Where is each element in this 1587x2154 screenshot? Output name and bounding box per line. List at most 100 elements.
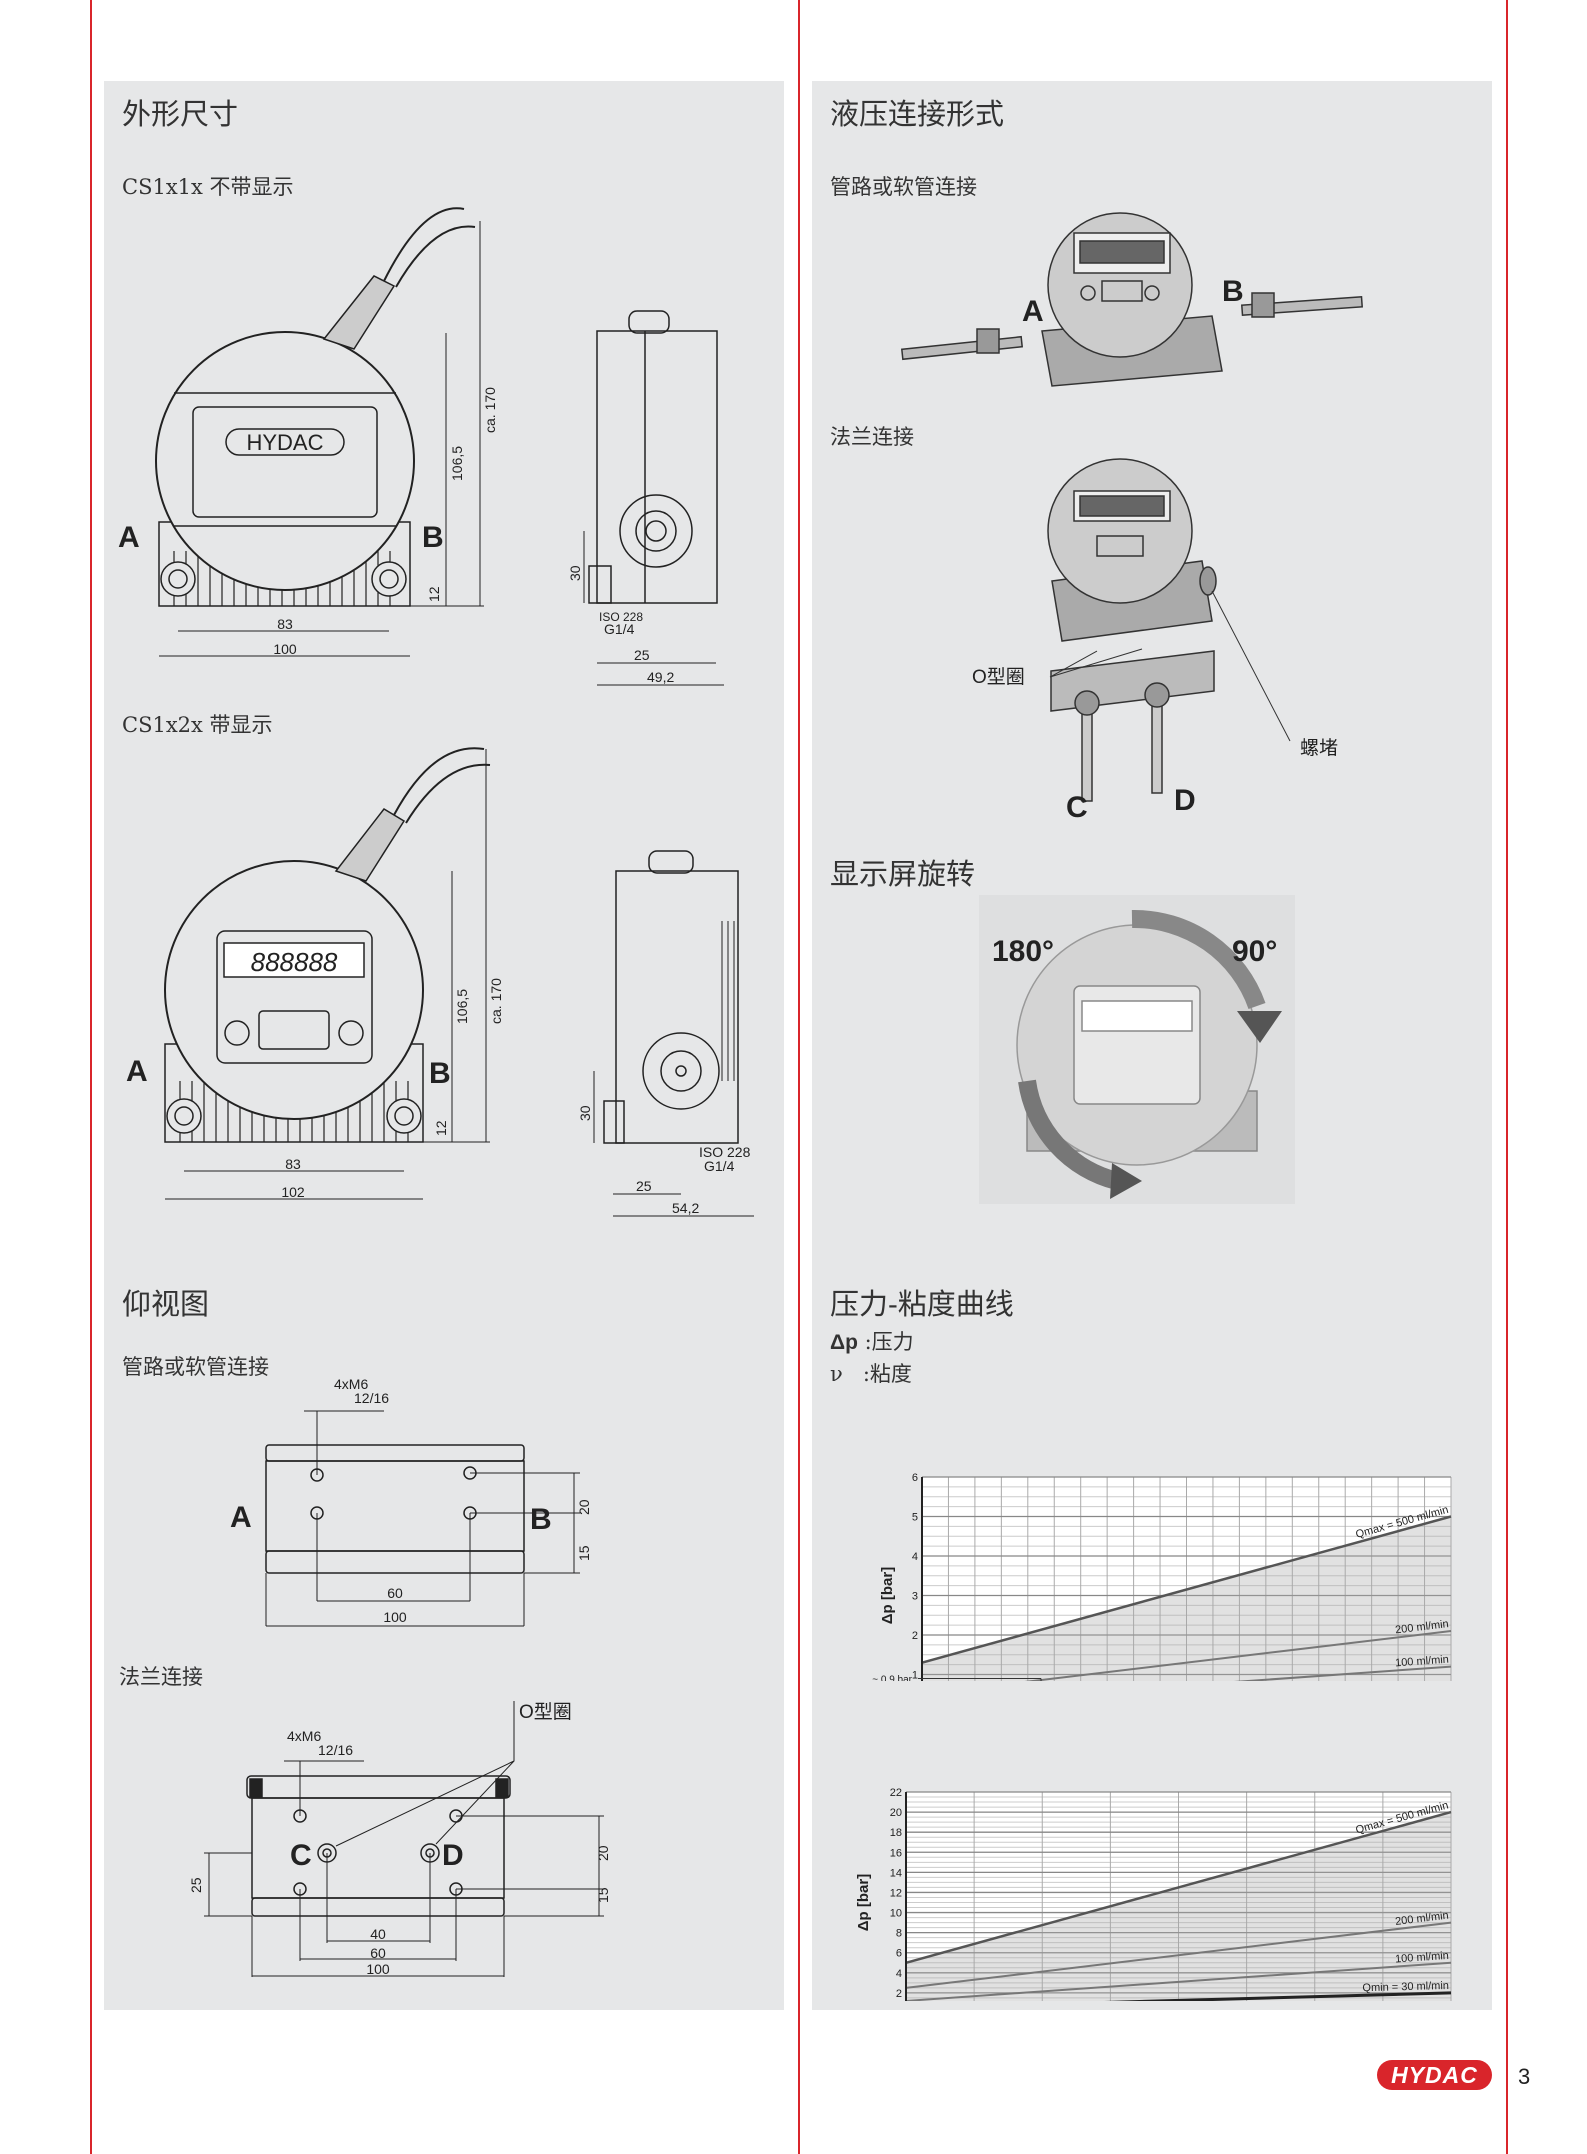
y-tick-label: 3 bbox=[912, 1591, 918, 1603]
connection-panel: 液压连接形式 管路或软管连接 法兰连接 显示屏旋转 压力-粘度曲线 Δp :压力… bbox=[812, 81, 1492, 2010]
subtitle-flange: 法兰连接 bbox=[830, 425, 914, 449]
dim-20: 20 bbox=[595, 1845, 611, 1861]
operating-range-area bbox=[906, 1812, 1451, 2001]
display-digits: 888888 bbox=[251, 947, 338, 977]
section-title-pressure-viscosity: 压力-粘度曲线 bbox=[830, 1287, 1014, 1321]
flange-oring-label: O型圈 bbox=[972, 666, 1025, 688]
y-tick-label: 22 bbox=[890, 1787, 902, 1799]
flange-connection-illustration: O型圈 螺堵 C D bbox=[972, 458, 1338, 824]
dim-15: 15 bbox=[595, 1887, 611, 1903]
series-label: Qmin = 30 ml/min bbox=[1362, 1980, 1449, 1994]
flange-port-c: C bbox=[1066, 791, 1088, 824]
hydac-brand-label: HYDAC bbox=[246, 430, 323, 455]
bottom-view-pipe: 4xM6 12/16 A B 20 15 60 100 bbox=[230, 1376, 592, 1627]
dimension-drawings: HYDAC A B 106,5 ca. 170 12 83 100 30 ISO… bbox=[118, 207, 754, 1977]
legend-dp-symbol: Δp bbox=[830, 1331, 858, 1354]
legend-nu-symbol: ν bbox=[830, 1362, 843, 1386]
hydac-logo: HYDAC bbox=[1377, 2060, 1492, 2090]
dim-25: 25 bbox=[634, 647, 650, 663]
dim-30: 30 bbox=[567, 565, 583, 581]
series-label: 100 ml/min bbox=[1395, 1950, 1450, 1966]
y-tick-label: 2 bbox=[896, 1988, 902, 2000]
cs1x1x-side-view: 30 ISO 228 G1/4 25 49,2 bbox=[567, 310, 724, 686]
screw-spec: 4xM6 bbox=[334, 1376, 368, 1392]
annotation-0-9-bar: ~ 0,9 bar bbox=[872, 1674, 912, 1681]
y-axis-label: Δp [bar] bbox=[879, 1567, 896, 1624]
y-tick-label: 20 bbox=[890, 1807, 902, 1819]
subtitle-pipe: 管路或软管连接 bbox=[830, 175, 977, 199]
dim-depth: 49,2 bbox=[647, 669, 674, 685]
iso-label: ISO 228 bbox=[699, 1144, 751, 1160]
dim-height: 106,5 bbox=[449, 446, 465, 481]
section-title-display-rotation: 显示屏旋转 bbox=[830, 857, 976, 891]
display-rotation-illustration: 180° 90° bbox=[979, 895, 1295, 1204]
dim-83: 83 bbox=[277, 616, 293, 632]
subtitle-flange: 法兰连接 bbox=[119, 1665, 203, 1689]
cs1x1x-front-view: HYDAC A B 106,5 ca. 170 12 83 100 bbox=[118, 207, 498, 657]
y-tick-label: 2 bbox=[912, 1630, 918, 1642]
legend-dp: Δp :压力 bbox=[830, 1326, 914, 1356]
port-b-label: B bbox=[530, 1503, 552, 1536]
port-b-label: B bbox=[429, 1057, 451, 1090]
margin-line-left bbox=[90, 0, 92, 2154]
rotation-90-label: 90° bbox=[1232, 935, 1277, 968]
cs1x2x-side-view: 30 ISO 228 G1/4 25 54,2 bbox=[577, 850, 754, 1217]
dim-12: 12 bbox=[426, 586, 442, 602]
pipe-port-a: A bbox=[1022, 295, 1044, 328]
dim-30: 30 bbox=[577, 1105, 593, 1121]
port-a-label: A bbox=[118, 521, 140, 554]
dim-102: 102 bbox=[281, 1184, 305, 1200]
dim-total-height: ca. 170 bbox=[488, 978, 504, 1024]
y-tick-label: 5 bbox=[912, 1512, 918, 1524]
dim-25: 25 bbox=[188, 1877, 204, 1893]
y-tick-label: 18 bbox=[890, 1827, 902, 1839]
subtitle-cs1x1x: CS1x1x 不带显示 bbox=[122, 175, 294, 199]
section-title-connection: 液压连接形式 bbox=[830, 97, 1005, 131]
port-a-label: A bbox=[126, 1055, 148, 1088]
page-number: 3 bbox=[1518, 2064, 1531, 2089]
subtitle-cs1x2x: CS1x2x 带显示 bbox=[122, 713, 273, 737]
y-tick-label: 12 bbox=[890, 1887, 902, 1899]
series-line bbox=[1104, 1991, 1452, 2001]
y-tick-label: 14 bbox=[890, 1867, 902, 1879]
plug-label: 螺堵 bbox=[1300, 737, 1338, 759]
section-title-dimensions: 外形尺寸 bbox=[122, 97, 239, 131]
flange-port-d: D bbox=[1174, 784, 1196, 817]
legend-dp-text: :压力 bbox=[864, 1330, 914, 1354]
legend-nu-text: :粘度 bbox=[862, 1362, 912, 1386]
y-tick-label: 16 bbox=[890, 1847, 902, 1859]
dim-25: 25 bbox=[636, 1178, 652, 1194]
port-b-label: B bbox=[422, 521, 444, 554]
y-axis-label: Δp [bar] bbox=[855, 1874, 872, 1931]
thread-depth: 12/16 bbox=[318, 1742, 353, 1758]
pipe-port-b: B bbox=[1222, 275, 1244, 308]
thread-label: G1/4 bbox=[604, 621, 635, 637]
port-a-label: A bbox=[230, 1501, 252, 1534]
y-tick-label: 6 bbox=[896, 1948, 902, 1960]
margin-line-right bbox=[1506, 0, 1508, 2154]
operating-range-area bbox=[922, 1516, 1451, 1681]
legend-nu: ν :粘度 bbox=[830, 1358, 912, 1388]
dim-60: 60 bbox=[370, 1945, 386, 1961]
dim-83: 83 bbox=[285, 1156, 301, 1172]
series-label: 100 ml/min bbox=[1395, 1654, 1450, 1670]
port-c-label: C bbox=[290, 1839, 312, 1872]
subtitle-pipe: 管路或软管连接 bbox=[122, 1355, 269, 1379]
dim-height: 106,5 bbox=[454, 989, 470, 1024]
dimensions-panel: 外形尺寸 CS1x1x 不带显示 CS1x2x 带显示 仰视图 管路或软管连接 … bbox=[104, 81, 784, 2010]
dim-total-height: ca. 170 bbox=[482, 387, 498, 433]
y-tick-label: 1 bbox=[912, 1670, 918, 1682]
port-d-label: D bbox=[442, 1839, 464, 1872]
thread-depth: 12/16 bbox=[354, 1390, 389, 1406]
dim-20: 20 bbox=[576, 1499, 592, 1515]
dim-40: 40 bbox=[370, 1926, 386, 1942]
y-tick-label: 8 bbox=[896, 1928, 902, 1940]
dim-100: 100 bbox=[273, 641, 297, 657]
series-line bbox=[921, 1515, 1452, 1664]
pipe-connection-illustration: A B bbox=[900, 212, 1364, 387]
cs1x2x-front-view: 888888 A B 106,5 ca. 170 12 83 102 bbox=[126, 747, 504, 1200]
thread-label: G1/4 bbox=[704, 1158, 735, 1174]
series-line bbox=[905, 1921, 1452, 1989]
